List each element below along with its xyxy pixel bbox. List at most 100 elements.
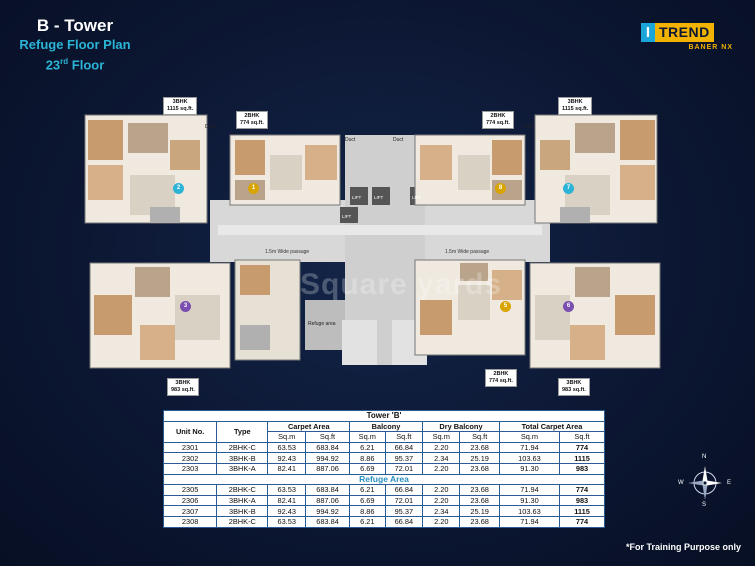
- logo-word: TREND: [655, 23, 714, 42]
- table-cell: 25.19: [459, 452, 500, 464]
- table-cell: 23.68: [459, 462, 500, 475]
- lift-2: [372, 187, 390, 205]
- table-cell: 95.37: [384, 452, 424, 464]
- table-cell: 103.63: [498, 505, 561, 517]
- unit-2304-refuge-plan: [234, 259, 301, 361]
- table-cell: 2306: [162, 494, 218, 507]
- unit-2301-plan: [229, 134, 341, 206]
- table-cell: 91.30: [498, 462, 561, 475]
- sub-header: Sq.m: [349, 431, 386, 443]
- table-cell: 2307: [162, 505, 218, 517]
- col-header: Total Carpet Area: [498, 420, 606, 433]
- table-cell: 63.53: [267, 515, 306, 528]
- sub-header: Sq.m: [267, 431, 306, 443]
- passage-label-left: 1.5m Wide passage: [265, 249, 309, 255]
- table-cell: 72.01: [384, 462, 424, 475]
- duct-label-2: Duct: [345, 137, 356, 143]
- table-cell: 66.84: [384, 515, 424, 528]
- col-header: Type: [216, 420, 269, 443]
- table-cell: 2.20: [422, 515, 461, 528]
- col-header: Balcony: [349, 420, 424, 433]
- unit-number-badge: 2: [173, 183, 184, 194]
- table-cell: 3BHK-B: [216, 505, 269, 517]
- table-cell: 994.92: [304, 452, 351, 464]
- compass-e: E: [727, 480, 732, 486]
- lift-label-2: LIFT: [374, 195, 384, 200]
- watermark: Square yards: [300, 268, 503, 301]
- table-cell: 2302: [162, 452, 218, 464]
- passage-strip: [218, 225, 542, 235]
- table-cell: 3BHK-B: [216, 452, 269, 464]
- lift-label-3: LIFT: [342, 214, 352, 219]
- col-header: Dry Balcony: [422, 420, 500, 433]
- table-cell: 23.68: [459, 484, 500, 496]
- sub-header: Sq.ft: [384, 431, 424, 443]
- area-table: Tower 'B' Unit No. Type Carpet Area Balc…: [162, 410, 606, 528]
- unit-number-badge: 6: [563, 301, 574, 312]
- plan-subtitle: Refuge Floor Plan: [19, 37, 131, 52]
- table-cell: 71.94: [498, 515, 561, 528]
- sub-header: Sq.ft: [559, 431, 605, 443]
- table-cell: 8.86: [349, 505, 386, 517]
- sub-header: Sq.m: [422, 431, 461, 443]
- table-cell: 683.84: [304, 441, 351, 454]
- table-cell: 2.20: [422, 462, 461, 475]
- table-caption: Tower 'B': [163, 410, 605, 422]
- table-cell: 6.21: [349, 441, 386, 454]
- page-header: B - Tower Refuge Floor Plan 23rd Floor: [0, 16, 150, 73]
- table-cell: 2BHK-C: [216, 484, 269, 496]
- table-cell: 2.34: [422, 452, 461, 464]
- table-cell: 3BHK-A: [216, 494, 269, 507]
- table-cell: 95.37: [384, 505, 424, 517]
- table-cell: 2.20: [422, 484, 461, 496]
- table-cell: 774: [559, 441, 605, 454]
- table-cell: 8.86: [349, 452, 386, 464]
- table-cell: 82.41: [267, 494, 306, 507]
- table-cell: 92.43: [267, 505, 306, 517]
- table-cell: 82.41: [267, 462, 306, 475]
- table-cell: 683.84: [304, 515, 351, 528]
- table-cell: 71.94: [498, 484, 561, 496]
- table-cell: 994.92: [304, 505, 351, 517]
- floor-plan: 1.5m Wide passage 1.5m Wide passage Refu…: [80, 95, 680, 396]
- table-cell: 774: [559, 484, 605, 496]
- table-cell: 23.68: [459, 441, 500, 454]
- unit-2302-plan: [84, 114, 208, 224]
- col-header: Unit No.: [162, 420, 218, 443]
- unit-2307-plan: [534, 114, 658, 224]
- unit-number-badge: 5: [500, 301, 511, 312]
- table-cell: 887.06: [304, 494, 351, 507]
- compass-s: S: [702, 502, 707, 508]
- compass-w: W: [678, 480, 684, 486]
- duct-label-1: Duct: [205, 124, 216, 130]
- table-cell: 23.68: [459, 515, 500, 528]
- table-cell: 3BHK-A: [216, 462, 269, 475]
- duct-label-4: Duct: [523, 124, 534, 130]
- table-cell: 23.68: [459, 494, 500, 507]
- unit-number-badge: 7: [563, 183, 574, 194]
- table-cell: 6.21: [349, 484, 386, 496]
- table-cell: 92.43: [267, 452, 306, 464]
- sub-header: Sq.m: [498, 431, 561, 443]
- table-cell: 63.53: [267, 484, 306, 496]
- table-cell: 103.63: [498, 452, 561, 464]
- table-cell: 72.01: [384, 494, 424, 507]
- compass-n: N: [702, 454, 707, 460]
- refuge-section-label: Refuge Area: [163, 473, 605, 486]
- table-cell: 983: [559, 494, 605, 507]
- table-cell: 2BHK-C: [216, 515, 269, 528]
- table-cell: 2.20: [422, 494, 461, 507]
- table-cell: 2BHK-C: [216, 441, 269, 454]
- stair-left: [342, 320, 377, 365]
- table-cell: 63.53: [267, 441, 306, 454]
